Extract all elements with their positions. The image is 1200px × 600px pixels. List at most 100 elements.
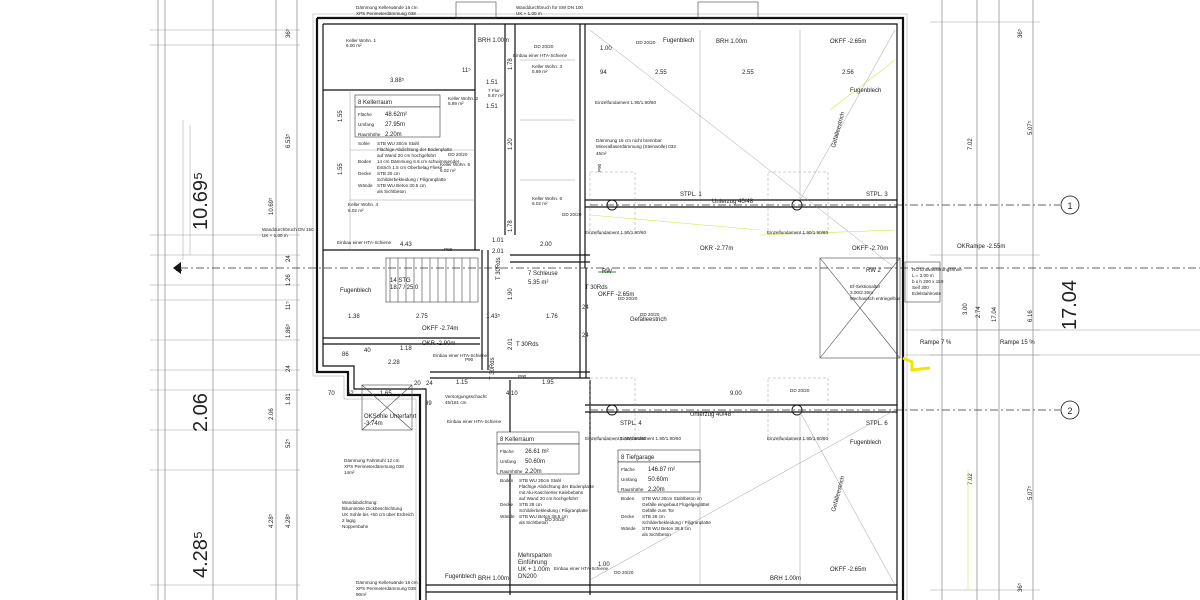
- wandabd-1: Wandabdichtung:: [342, 500, 378, 505]
- mehrsparten-3: UK + 1.00m: [518, 567, 550, 573]
- axis-a-label: A: [176, 263, 182, 273]
- idim-0: 3.88⁵: [390, 77, 405, 84]
- idim-40: 24: [582, 333, 589, 339]
- dd-1: DD 20/20: [534, 44, 554, 49]
- keller-6: Keller Wohn. 6: [532, 196, 562, 201]
- wanddurchbruch-left-1: Wanddurchbruch DN 150: [262, 227, 314, 232]
- note-top-mid-2: UK + 1.00 m: [516, 11, 542, 16]
- keller-4: Keller Wohn. 4: [348, 202, 378, 207]
- axis-a-arrow: [173, 262, 181, 274]
- room-1-r1-v: 27.95m: [385, 122, 405, 128]
- dd-2: DD 20/20: [448, 152, 468, 157]
- r2-d4v: STB 28 cm: [519, 502, 542, 507]
- hta-3: Einbau einer HTA-Schiene: [433, 353, 487, 358]
- r2-d5v: Schilderbekleidung / Filigranplatte: [519, 508, 588, 513]
- unterfahrt-2: -3.74m: [364, 421, 383, 427]
- okr-2: OKR -2.77m: [700, 246, 733, 252]
- axis-1-label: 1: [1067, 201, 1072, 211]
- okff-5: OKFF -2.65m: [830, 567, 866, 573]
- mehrsparten-4: DN200: [518, 574, 537, 580]
- rw-1: RW: [602, 269, 612, 275]
- versorgung-2: 45/181 cm: [445, 400, 467, 405]
- room-2-r1-k: Umfang: [500, 459, 517, 464]
- flur-7-area: 8.87 m²: [488, 93, 504, 98]
- ro-3: b x h 200 x 150: [912, 279, 944, 284]
- dim-right-big: 17.04: [1059, 280, 1081, 330]
- r1-d1v: Flächige Abdichtung der Bodenplatte: [377, 147, 453, 152]
- idim-30: 94: [600, 70, 607, 76]
- ok-rampe: OKRampe -2.55m: [957, 244, 1005, 250]
- dim-l-7: 24: [286, 365, 292, 372]
- unterfahrt-1: OKSohle Unterfahrt: [364, 414, 417, 420]
- dd-6: DD 20/20: [790, 388, 810, 393]
- einzelfundament-2: Einzelfundament 1.90/1.90/60: [585, 230, 646, 235]
- note-top-left-2: XPS Perimeterdämmung 038: [356, 11, 416, 16]
- r1-d3v: 14 cm Dämmung 6.6 cm schwimmender: [377, 159, 460, 164]
- dim-l-5: 11⁵: [285, 301, 292, 310]
- einzelfundament-3: Einzelfundament 1.90/1.90/60: [767, 230, 828, 235]
- p90-4: P90: [597, 163, 602, 172]
- idim-5: 4.43: [400, 242, 412, 248]
- walls: [312, 1, 941, 600]
- idim-20: 20: [414, 381, 421, 387]
- dim-l-8: 1.81: [286, 393, 292, 405]
- unterzug-2: Unterzug 40/48: [690, 412, 732, 418]
- p90-2: P90: [465, 357, 474, 362]
- okff-3: OKFF -2.70m: [852, 246, 888, 252]
- keller-4-area: 6.02 m²: [348, 208, 364, 213]
- idim-37: 2.01: [508, 338, 514, 350]
- brh-bottom-2: BRH 1.00m: [770, 576, 801, 582]
- room-1-r0-v: 48.62m²: [385, 112, 407, 118]
- idim-17: 1.65: [380, 391, 392, 397]
- stpl-1: STPL. 1: [680, 192, 702, 198]
- dim-r-0: 36⁵: [1017, 28, 1024, 38]
- idim-15: 86: [342, 352, 349, 358]
- r2-d6k: Wände: [500, 514, 515, 519]
- stairs-label-2: 18.7 / 25.0: [390, 285, 419, 291]
- room-3-r1-k: Umfang: [621, 477, 638, 482]
- idim-1: 1.51: [486, 80, 498, 86]
- fugenblech-1: Fugenblech: [663, 38, 694, 44]
- r2-d2v: mit Alu-Kaschierter Kalebebahn: [519, 490, 584, 495]
- axis-2-marker: [1060, 400, 1080, 420]
- idim-3: 1.55: [338, 110, 344, 122]
- fugenblech-2: Fugenblech: [850, 88, 881, 94]
- room-table-1: 8 Kellerraum Fläche 48.62m² Umfang 27.95…: [354, 94, 460, 194]
- keller-3-area: 5.89 m²: [532, 69, 548, 74]
- idim-38: 11⁵: [462, 67, 471, 74]
- daemmung-decke-1: Dämmung 16 cm nicht brennbar: [596, 138, 662, 143]
- room-table-3: 8 Tiefgarage Fläche 146.87 m² Umfang 50.…: [617, 449, 711, 537]
- r3-d0v: STB WU 30cm Stahlbeton im: [642, 496, 702, 501]
- room-2-title: 8 Kellerraum: [500, 437, 534, 443]
- brh-bottom-1: BRH 1.00m: [478, 576, 509, 582]
- r3-d2v: Gefälle zum Tor: [642, 508, 675, 513]
- foundations: [589, 171, 829, 441]
- note-top-mid-1: Wanddurchbruch für SW DN 100: [516, 5, 583, 10]
- r1-d3k: Boden: [358, 159, 372, 164]
- daemmung-decke-3: 45m²: [596, 151, 607, 156]
- idim-24: 1.95: [542, 380, 554, 386]
- dim-left-big-3: 4.28⁵: [190, 531, 212, 578]
- r3-d5k: Wände: [621, 526, 636, 531]
- room-3-title: 8 Tiefgarage: [621, 455, 655, 461]
- room-1-title: 8 Kellerraum: [358, 100, 392, 106]
- okff-4: OKFF -2.65m: [598, 292, 634, 298]
- idim-31: 1.00: [600, 46, 612, 52]
- room-3-r0-v: 146.87 m²: [648, 467, 675, 473]
- dd-9: DD 20/20: [636, 40, 656, 45]
- wandabd-3: UK Sohle bis +50 cm über Erdreich: [342, 512, 414, 517]
- okff-2: OKFF -2.74m: [422, 326, 458, 332]
- ro-2: L = 3.00 m: [912, 273, 934, 278]
- idim-12: 1.76: [546, 314, 558, 320]
- r2-d0v: STB WU 30cm Stahl: [519, 478, 561, 483]
- axis-lines: 1 2 A: [173, 195, 1200, 420]
- tor-3: Mechanisch entriegelbar: [850, 296, 901, 301]
- dim-r-2: 5.07⁵: [1027, 120, 1034, 135]
- idim-10: 2.75: [416, 314, 428, 320]
- dd-5: DD 20/20: [640, 312, 660, 317]
- r3-d3v: STB 28 cm: [642, 514, 665, 519]
- r2-d7v: als Sichtbeton: [519, 520, 548, 525]
- flur-7: 7 Flur: [488, 88, 500, 93]
- idim-22: 39: [425, 401, 432, 407]
- keller-5: Keller Wohn. 5: [440, 162, 470, 167]
